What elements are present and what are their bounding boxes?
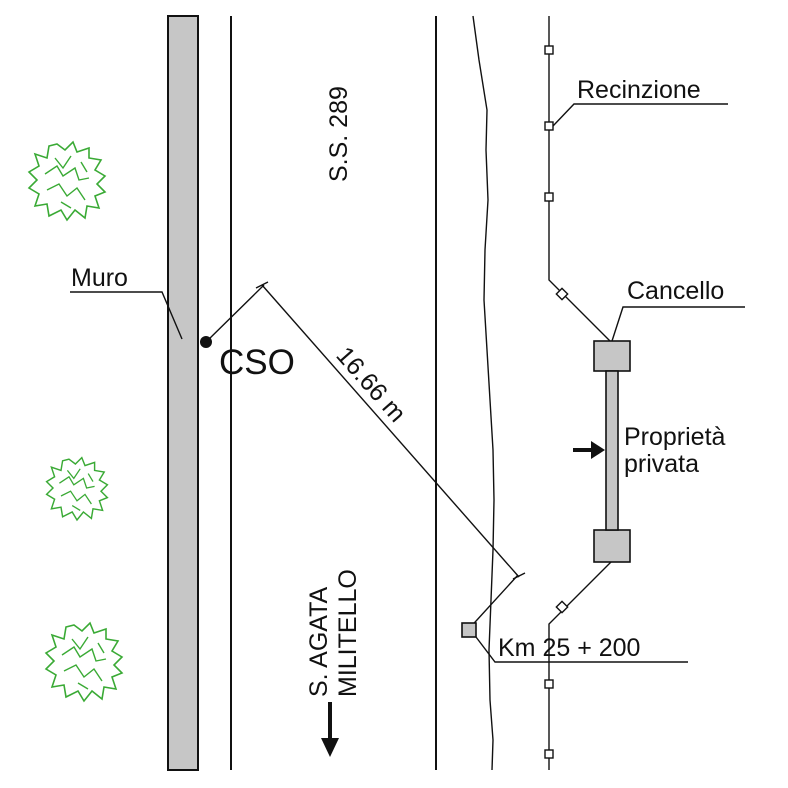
fence-post-diagonal [555,600,569,614]
gate-label: Cancello [627,277,724,305]
km-marker-label: Km 25 + 200 [498,634,640,662]
property-label-line1: Proprietà [624,423,726,451]
direction-label-line2: MILITELLO [334,569,362,697]
arrow-right-icon [573,441,605,459]
wall-leader [70,291,183,340]
fence-post [544,679,554,689]
fence-post [544,121,554,131]
distance-extension-lines [205,284,519,633]
direction-label-line1: S. AGATA [305,586,333,697]
fence-posts [544,45,569,759]
wall [167,15,199,771]
fence-line [548,16,612,770]
gate-post-top [593,340,631,372]
tree-icon [44,621,124,703]
embankment-line [472,15,495,771]
distance-label: 16.66 m [330,341,411,427]
fence-post-diagonal [555,287,569,301]
cso-label: CSO [219,343,295,382]
gate-post-bottom [593,529,631,563]
fence-post [544,192,554,202]
tree-icon [27,140,107,222]
wall-label: Muro [71,264,128,292]
gate-leader [611,306,745,342]
fence-label: Recinzione [577,76,701,104]
km-marker [461,622,477,638]
distance-dimension-line [261,284,520,578]
gate-bar [605,370,619,531]
property-label-line2: privata [624,450,699,478]
fence-leader [552,103,728,127]
arrow-down-icon [321,702,339,757]
distance-ticks [255,281,526,580]
fence-post [544,749,554,759]
fence-post [544,45,554,55]
road-name: S.S. 289 [325,86,353,182]
tree-icon [45,456,109,522]
km-marker-leader [475,636,688,663]
